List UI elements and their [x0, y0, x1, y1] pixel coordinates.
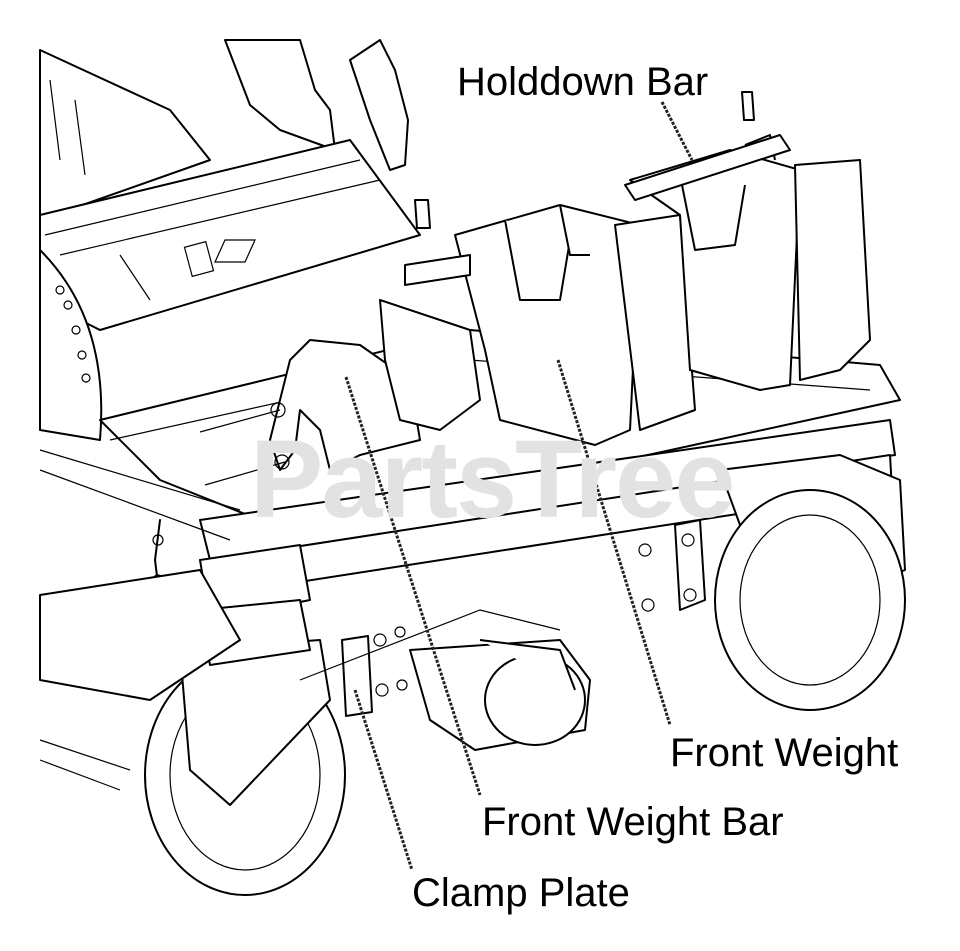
front-weights	[454, 134, 871, 446]
front-weight-leader	[556, 359, 672, 726]
right-caster-wheel	[638, 454, 906, 711]
watermark-text: PartsTree	[250, 418, 735, 541]
clamp-plate-label: Clamp Plate	[412, 871, 630, 915]
holddown-bar-leader	[660, 101, 694, 161]
holddown-bar-part	[404, 134, 791, 286]
left-caster-wheel	[144, 544, 346, 896]
front-roller	[409, 639, 591, 751]
holddown-bar-label: Holddown Bar	[457, 60, 709, 104]
clamp-plate-leader	[353, 689, 414, 871]
seat-back	[224, 39, 409, 171]
clamp-plate-part	[341, 626, 408, 717]
front-weight-label: Front Weight	[670, 731, 899, 775]
mower-deck	[39, 569, 561, 791]
front-weight-bar-leader	[344, 376, 482, 796]
mower-frame	[39, 49, 755, 441]
front-weight-bar-part	[199, 299, 481, 486]
front-weight-bar-label: Front Weight Bar	[482, 800, 784, 844]
